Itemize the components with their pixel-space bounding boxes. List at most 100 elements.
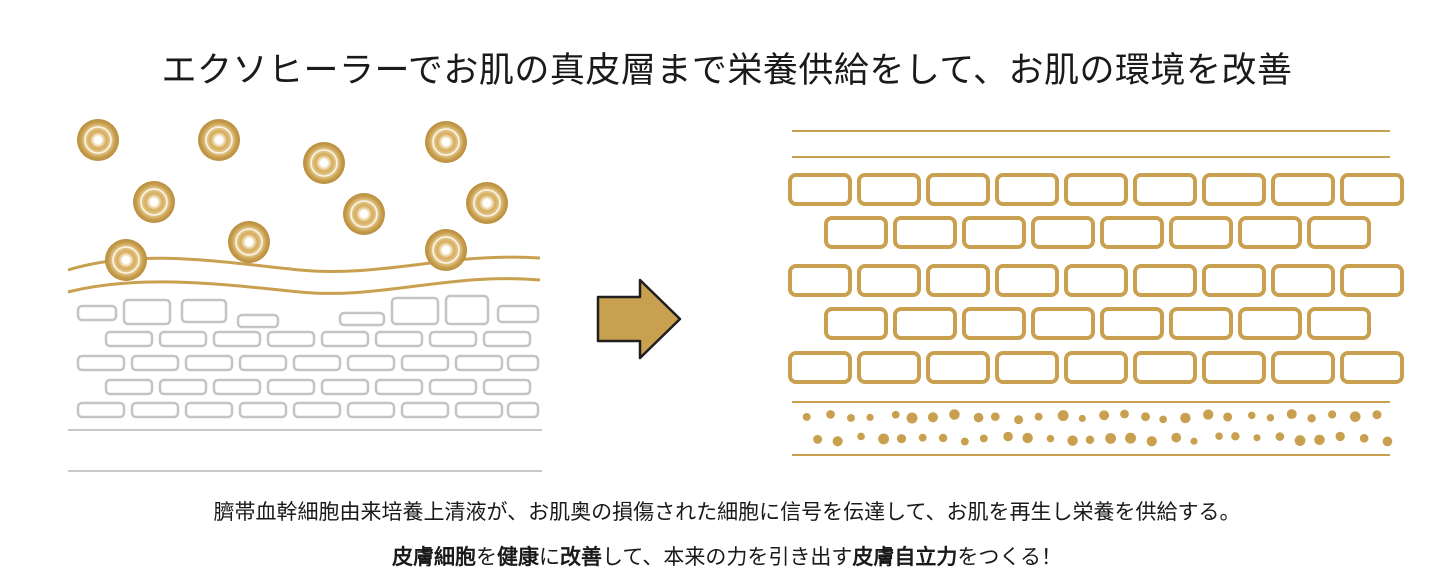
nutrient-dot [1275,432,1285,441]
damaged-cell [212,330,262,348]
skin-surface-line-lower [67,277,541,295]
tagline-strong-skin-cells: 皮膚細胞 [392,545,477,569]
caption-text: 臍帯血幹細胞由来培養上清液が、お肌奥の損傷された細胞に信号を伝達して、お肌を再生… [213,500,1241,524]
nutrient-dot [1146,436,1157,447]
healthy-cell [893,216,957,249]
healthy-cell [1340,351,1404,384]
nutrient-dot [960,437,969,446]
healthy-cell [824,307,888,340]
healthy-cell [1271,351,1335,384]
gold-particle-icon [133,181,175,223]
healthy-cell [1064,173,1128,206]
healthy-cell [1133,264,1197,297]
nutrient-dot [826,410,835,419]
right-arrow-icon [596,278,682,360]
healthy-cell [1064,351,1128,384]
healthy-cell [995,173,1059,206]
damaged-cell [122,298,172,326]
damaged-cell [454,354,504,372]
damaged-cell [320,378,370,396]
tagline-text: をつくる！ [957,545,1062,569]
nutrient-dot [1180,412,1191,424]
nutrient-dot [1314,434,1325,446]
healthy-cell [857,351,921,384]
nutrient-dot [1159,415,1167,424]
gold-particle-icon [425,121,467,163]
nutrient-dot [938,433,948,443]
nutrient-dot [857,432,865,441]
nutrient-dot [979,434,988,443]
damaged-cell [238,354,288,372]
nutrient-dot [1120,409,1129,419]
healthy-cell [995,264,1059,297]
gold-particle-icon [198,119,240,161]
nutrient-dot [1078,414,1086,423]
healthy-cell-layer [788,173,1404,384]
healthy-cell [962,216,1026,249]
nutrient-dot [1349,411,1361,422]
healthy-cell [962,307,1026,340]
nutrient-dot [813,434,823,444]
nutrient-dot [1253,434,1261,442]
healthy-cell [893,307,957,340]
nutrient-dot [918,433,927,442]
healthy-cell [1169,216,1233,249]
damaged-cell [374,330,424,348]
nutrient-dot [1085,435,1095,445]
nutrient-dot [1286,409,1297,420]
tagline: 皮膚細胞を健康に改善して、本来の力を引き出す皮膚自立力をつくる！ [0,541,1454,571]
damaged-cell [444,294,490,326]
healthy-cell [926,173,990,206]
healthy-cell [995,351,1059,384]
damaged-cell [428,378,478,396]
nutrient-dot [896,434,907,444]
damaged-cell [428,330,478,348]
damaged-cell [292,401,342,419]
healthy-cell [1100,216,1164,249]
diagram-title: エクソヒーラーでお肌の真皮層まで栄養供給をして、お肌の環境を改善 [161,51,1293,91]
tagline-strong-improve: 改善 [560,545,603,569]
healthy-cell [1031,216,1095,249]
dermis-nutrient-dots [802,409,1393,447]
healthy-cell [1340,264,1404,297]
exosome-particles [77,119,508,281]
healthy-cell [1340,173,1404,206]
damaged-cell [184,401,234,419]
nutrient-dot [1335,431,1345,442]
damaged-cell [266,378,316,396]
gold-particle-icon [228,221,270,263]
damaged-cell [130,401,180,419]
damaged-cell [292,354,342,372]
healthy-cell [1064,264,1128,297]
nutrient-dot [1171,432,1182,443]
damaged-cell [390,296,440,326]
gold-particle-icon [105,239,147,281]
nutrient-dot [1099,410,1110,421]
nutrient-dot [949,409,960,420]
damaged-cell [496,304,540,324]
damaged-cell [76,304,118,322]
nutrient-dot [1034,412,1043,421]
healthy-cell [788,351,852,384]
healthy-cell [1238,216,1302,249]
healthy-cell [1307,307,1371,340]
nutrient-dot [1372,410,1382,420]
healthy-cell [857,173,921,206]
nutrient-dot [866,413,874,421]
damaged-cell [454,401,504,419]
tagline-text: に [539,545,561,569]
nutrient-dot [878,433,890,445]
damaged-cell [76,354,126,372]
nutrient-dot [1359,433,1369,443]
healthy-cell [1307,216,1371,249]
tagline-text: を [476,545,498,569]
nutrient-dot [832,436,843,447]
healthy-cell [1100,307,1164,340]
damaged-cell [158,378,208,396]
healthy-cell [1031,307,1095,340]
nutrient-dot [1105,432,1117,444]
gold-particle-icon [466,182,508,224]
nutrient-dot [891,410,900,419]
damaged-cell [506,354,540,372]
